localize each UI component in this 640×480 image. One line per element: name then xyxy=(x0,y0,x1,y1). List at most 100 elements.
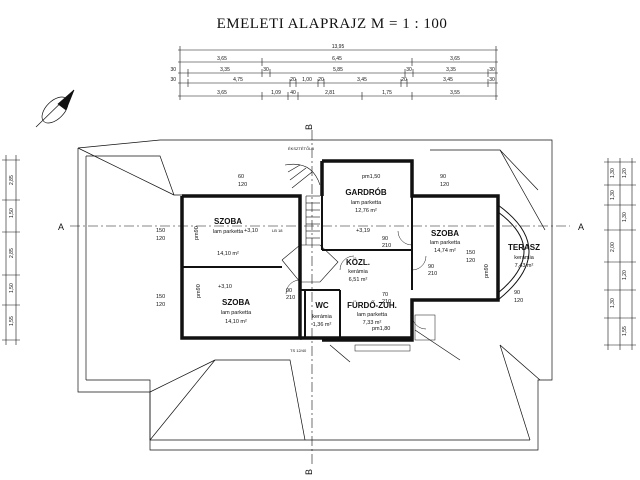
room-name: SZOBA xyxy=(222,298,250,307)
room-szoba-1: SZOBA lam parketta 14,10 m² xyxy=(213,217,244,257)
dim-r4-5: 20 xyxy=(318,77,324,83)
pm-5: pm90 xyxy=(484,264,490,278)
dim-r3-7: 30 xyxy=(489,67,495,73)
roof-outline xyxy=(77,139,553,451)
dim-r2-1: 3,65 xyxy=(217,56,227,62)
dim-r3-5: 30 xyxy=(406,67,412,73)
dim-r5-5: 1,75 xyxy=(382,90,392,96)
left-dim-5: 1,55 xyxy=(9,316,15,326)
room-area: 7,43 m² xyxy=(515,263,534,269)
left-dim-4: 1,50 xyxy=(9,283,15,293)
room-area: 14,74 m² xyxy=(434,248,456,254)
door-swings xyxy=(285,230,436,352)
room-floor: lam parketta xyxy=(351,200,382,206)
drawing-title: EMELETI ALAPRAJZ M = 1 : 100 xyxy=(217,16,448,32)
right-dim-5: 2,00 xyxy=(610,242,616,252)
room-floor: kerámia xyxy=(348,269,369,275)
win-120: 120 xyxy=(440,182,449,188)
section-a-left: A xyxy=(58,222,64,232)
win-90: 90 xyxy=(440,174,446,180)
d-210d: 210 xyxy=(286,295,295,301)
d-90d: 90 xyxy=(514,290,520,296)
right-dim-3: 1,30 xyxy=(610,190,616,200)
room-area: 12,76 m² xyxy=(355,208,377,214)
dim-r5-3: 40 xyxy=(290,90,296,96)
right-dimension-chain xyxy=(604,158,636,350)
right-dim-4: 1,30 xyxy=(622,212,628,222)
right-dim-8: 1,55 xyxy=(622,326,628,336)
top-dimension-lines xyxy=(178,46,498,100)
section-b-bottom: B xyxy=(304,469,314,475)
d-70: 70 xyxy=(382,292,388,298)
room-floor: kerámia xyxy=(514,255,535,261)
level-mark-3: +3,19 xyxy=(356,228,370,234)
dim-r3-3: 30 xyxy=(263,67,269,73)
north-arrow-icon xyxy=(35,89,75,128)
d-90b: 90 xyxy=(428,264,434,270)
right-dim-6: 1,20 xyxy=(622,270,628,280)
room-name: WC xyxy=(315,301,329,310)
dim-r4-7: 20 xyxy=(401,77,407,83)
dim-r2-2: 6,45 xyxy=(332,56,342,62)
door-60: 60 xyxy=(238,174,244,180)
interior-walls xyxy=(182,196,413,338)
exterior-walls xyxy=(180,159,500,342)
room-floor: kerámia xyxy=(312,314,333,320)
left-dim-2: 1,50 xyxy=(9,208,15,218)
room-floor: lam parketta xyxy=(221,310,252,316)
right-dim-1: 1,30 xyxy=(610,168,616,178)
dim-overall: 13,95 xyxy=(332,44,345,50)
room-szoba-2: SZOBA lam parketta 14,10 m² xyxy=(221,298,252,325)
dim-r5-2: 1,09 xyxy=(271,90,281,96)
section-b-top: B xyxy=(304,124,314,130)
dim-r3-2: 3,35 xyxy=(220,67,230,73)
room-floor: lam parketta xyxy=(213,229,244,235)
right-dimension-texts: 1,30 1,20 1,30 1,30 2,00 1,20 1,30 1,55 xyxy=(610,168,628,336)
room-area: 6,51 m² xyxy=(349,277,368,283)
room-name: FÜRDŐ-ZUH. xyxy=(347,301,397,310)
section-lines xyxy=(70,130,570,465)
room-floor: lam parketta xyxy=(430,240,461,246)
door-120: 120 xyxy=(238,182,247,188)
pm-3: pm90 xyxy=(194,226,200,240)
room-szoba-3: SZOBA lam parketta 14,74 m² xyxy=(430,229,461,254)
room-name: SZOBA xyxy=(431,229,459,238)
level-mark-1: +3,10 xyxy=(218,284,232,290)
room-terasz: TERASZ kerámia 7,43 m² xyxy=(508,243,540,269)
room-area: 1,36 m² xyxy=(313,322,332,328)
pm-2: pm1,80 xyxy=(372,326,390,332)
top-dimension-texts: 13,95 3,65 6,45 3,65 30 3,35 30 5,85 30 … xyxy=(170,44,495,96)
d-120d: 120 xyxy=(514,298,523,304)
dim-r4-4: 1,00 xyxy=(302,77,312,83)
win-120a: 120 xyxy=(156,236,165,242)
dim-r3-4: 5,85 xyxy=(333,67,343,73)
right-dim-7: 1,30 xyxy=(610,298,616,308)
label-lb: LB 18 xyxy=(272,228,283,233)
dim-r4-8: 3,45 xyxy=(443,77,453,83)
room-kozl: KÖZL. kerámia 6,51 m² xyxy=(346,258,370,283)
dim-r4-1: 30 xyxy=(170,77,176,83)
dim-r5-1: 3,65 xyxy=(217,90,227,96)
label-vtc: ÉKSZTÉTŐLB xyxy=(288,146,314,151)
dim-r4-9: 30 xyxy=(489,77,495,83)
dim-r3-6: 3,35 xyxy=(446,67,456,73)
d-210c: 210 xyxy=(382,299,391,305)
room-name: GARDRÓB xyxy=(345,188,387,197)
d-90a: 90 xyxy=(382,236,388,242)
section-a-right: A xyxy=(578,222,584,232)
dim-r5-6: 3,55 xyxy=(450,90,460,96)
room-area: 14,10 m² xyxy=(217,251,239,257)
level-mark-2: +3,10 xyxy=(244,228,258,234)
pm-4: pm90 xyxy=(196,284,202,298)
pm-1: pm1,50 xyxy=(362,174,380,180)
win-150b: 150 xyxy=(156,294,165,300)
plan-annotations: +3,10 +3,10 +3,19 pm1,50 pm1,80 pm90 pm9… xyxy=(156,146,523,353)
room-floor: lam parketta xyxy=(357,312,388,318)
room-name: TERASZ xyxy=(508,243,540,252)
dim-r3-1: 30 xyxy=(170,67,176,73)
win-150: 150 xyxy=(466,250,475,256)
room-furdo: FÜRDŐ-ZUH. lam parketta 7,33 m² xyxy=(347,301,397,326)
dim-r4-6: 3,45 xyxy=(357,77,367,83)
left-dim-1: 2,85 xyxy=(9,175,15,185)
